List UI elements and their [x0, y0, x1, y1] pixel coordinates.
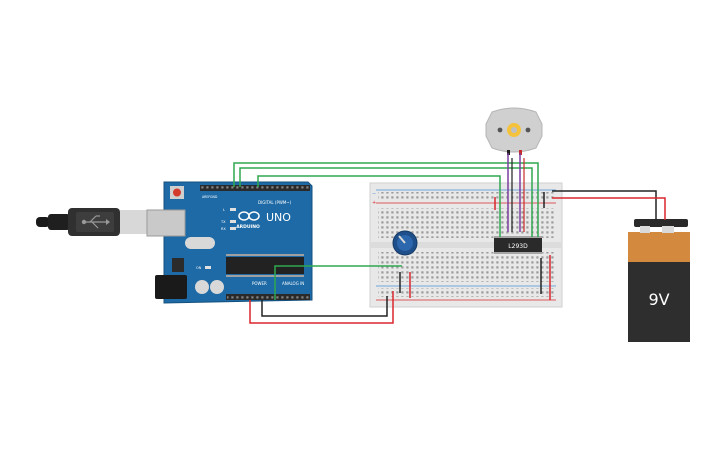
- potentiometer-knob-marker: [398, 235, 406, 244]
- battery-snap: [634, 219, 688, 227]
- battery-body: [628, 262, 690, 342]
- analog-pins-label: ANALOG IN: [282, 281, 304, 286]
- top-power-rails: [378, 192, 554, 201]
- potentiometer[interactable]: [392, 230, 418, 256]
- rail-plus-mark: +: [372, 200, 376, 206]
- wire-green-3[interactable]: [257, 175, 501, 237]
- bottom-power-rails: [378, 288, 554, 297]
- crystal-oscillator: [185, 237, 215, 249]
- wire-red-5v[interactable]: [249, 291, 394, 324]
- l293d-chip[interactable]: L293D: [494, 236, 542, 254]
- battery-9v[interactable]: 9V: [628, 219, 690, 342]
- arduino-model: UNO: [266, 211, 291, 224]
- wire-battery-red[interactable]: [552, 197, 666, 220]
- lower-terminal-strip: [378, 252, 554, 282]
- wire-green-analog[interactable]: [274, 265, 402, 300]
- capacitor-2: [210, 280, 224, 294]
- usb-cable: [36, 208, 148, 236]
- rx-led-label: RX: [221, 227, 226, 231]
- breadboard[interactable]: − +: [369, 182, 563, 308]
- battery-label: 9V: [648, 290, 669, 309]
- atmega-chip: [226, 257, 304, 274]
- power-pins-label: POWER: [252, 281, 267, 286]
- on-led-label: ON: [196, 266, 202, 270]
- l293d-label: L293D: [508, 243, 528, 250]
- tx-led-label: TX: [220, 220, 226, 224]
- power-jack: [155, 275, 187, 299]
- gnd-label: GND: [210, 195, 218, 199]
- capacitor-1: [195, 280, 209, 294]
- wire-green-1[interactable]: [233, 162, 539, 237]
- arduino-logo: [238, 211, 260, 221]
- wire-green-2[interactable]: [239, 167, 533, 237]
- wires: [233, 153, 666, 324]
- center-channel: [370, 242, 562, 248]
- battery-cap: [628, 232, 690, 262]
- digital-pins-label: DIGITAL (PWM~): [258, 200, 292, 205]
- wire-battery-black[interactable]: [552, 190, 657, 220]
- usb-port: [146, 209, 186, 237]
- l-led-label: L: [223, 208, 225, 212]
- aref-label: AREF: [202, 195, 210, 199]
- rail-minus-mark: −: [372, 191, 376, 197]
- dc-motor[interactable]: [485, 107, 543, 155]
- wire-black-gnd[interactable]: [261, 296, 388, 317]
- arduino-brand: ARDUINO: [236, 224, 260, 230]
- usb-icon: [81, 215, 110, 229]
- arduino-uno-board[interactable]: ARDUINO UNO DIGITAL (PWM~) POWER ANALOG …: [146, 181, 313, 304]
